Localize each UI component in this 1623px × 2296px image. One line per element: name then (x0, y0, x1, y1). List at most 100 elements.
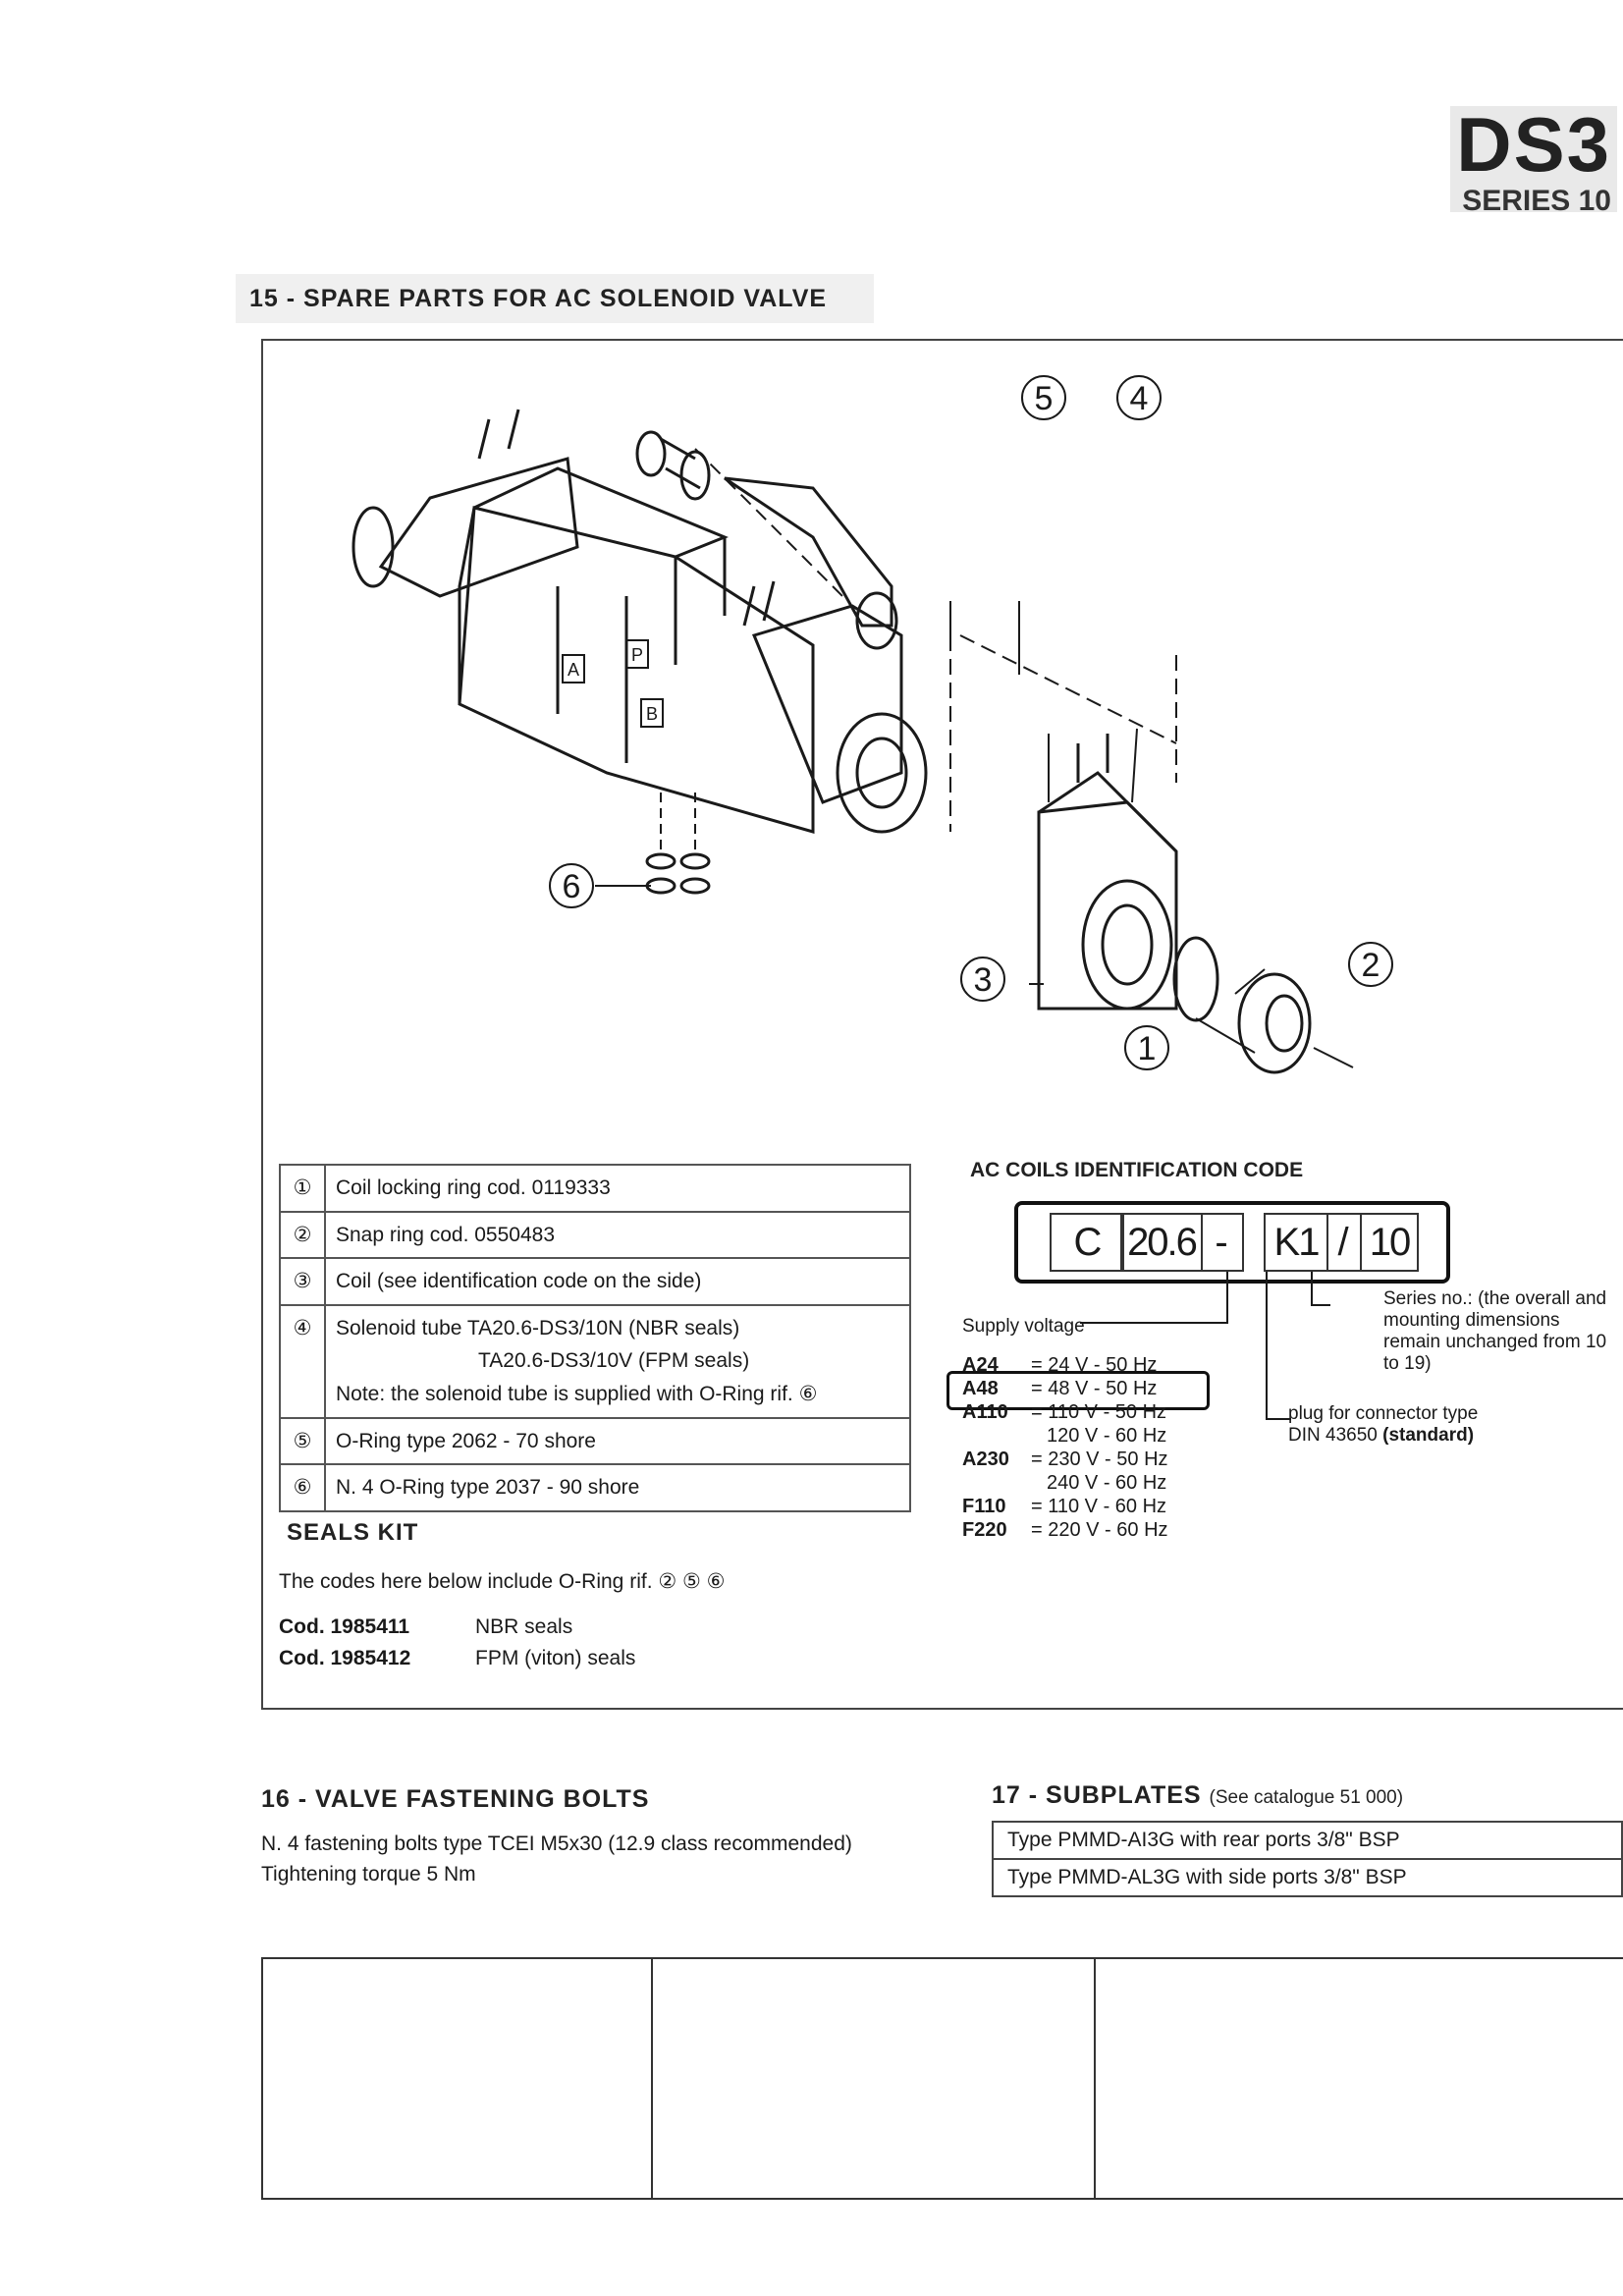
seals-kit-code: Cod. 1985411 (279, 1615, 410, 1638)
seals-kit-item-nbr: Cod. 1985411 NBR seals (279, 1615, 572, 1639)
code-leaders (1080, 1272, 1330, 1420)
part-number: ③ (279, 1257, 326, 1306)
series-title: DS3 (1456, 101, 1611, 188)
seals-kit-code: Cod. 1985412 (279, 1647, 411, 1669)
seals-kit-title: SEALS KIT (287, 1519, 419, 1546)
plug-note: plug for connector type (1288, 1403, 1479, 1424)
subplate-row: Type PMMD-AI3G with rear ports 3/8" BSP (992, 1821, 1623, 1860)
voltage-row: A24= 24 V - 50 Hz (962, 1353, 1168, 1377)
solenoid-tube (635, 430, 898, 650)
part-description: Snap ring cod. 0550483 (324, 1210, 911, 1260)
part-description: Solenoid tube TA20.6-DS3/10N (NBR seals)… (324, 1303, 911, 1419)
part-number: ① (279, 1164, 326, 1213)
svg-text:P: P (631, 645, 643, 665)
svg-text:1: 1 (1138, 1030, 1157, 1067)
bolts-line-2: Tightening torque 5 Nm (261, 1863, 476, 1886)
part-description: Coil locking ring cod. 0119333 (324, 1164, 911, 1213)
coil-locking-ring (1237, 972, 1354, 1074)
part-description-line: Solenoid tube TA20.6-DS3/10N (NBR seals) (336, 1316, 740, 1339)
code-cell-c: C (1050, 1213, 1124, 1272)
voltage-value: = 220 V - 60 Hz (1031, 1519, 1168, 1541)
code-cell-plug: K1 (1264, 1213, 1328, 1272)
voltage-value: 240 V - 60 Hz (1047, 1472, 1167, 1494)
svg-text:5: 5 (1035, 380, 1054, 417)
spare-parts-frame (261, 339, 1623, 1710)
section-17-title: 17 - SUBPLATES (See catalogue 51 000) (992, 1781, 1403, 1810)
callout-3: 3 (960, 957, 1005, 1002)
highlighted-voltage (947, 1371, 1210, 1410)
voltage-code: A230 (962, 1449, 1009, 1470)
svg-text:A: A (568, 660, 579, 680)
section-17-label: 17 - SUBPLATES (992, 1781, 1202, 1809)
bolts-text: N. 4 fastening bolts type TCEI M5x30 (12… (261, 1829, 852, 1889)
voltage-row: A48 = 48 V - 50 Hz (962, 1377, 1168, 1400)
svg-text:3: 3 (974, 961, 993, 999)
bottom-col-2 (651, 1959, 1096, 2198)
voltage-value: = 48 V - 50 Hz (1031, 1378, 1158, 1399)
callout-2: 2 (1348, 942, 1393, 987)
code-cell-size: 20.6 (1120, 1213, 1203, 1272)
right-solenoid (742, 580, 928, 834)
series-subtitle: SERIES 10 (1462, 185, 1611, 217)
callout-1: 1 (1124, 1025, 1169, 1070)
voltage-value: = 110 V - 60 Hz (1031, 1496, 1167, 1517)
exploded-view-drawing: 1 2 3 4 5 6 A P B (352, 375, 1393, 1074)
seals-kit-desc: FPM (viton) seals (475, 1647, 636, 1669)
coil (949, 634, 1178, 1011)
left-solenoid (352, 409, 579, 598)
code-cell-series: 10 (1360, 1213, 1419, 1272)
voltage-code: A110 (962, 1401, 1008, 1423)
seals-kit-desc: NBR seals (475, 1615, 573, 1638)
part-description-line: TA20.6-DS3/10V (FPM seals) (478, 1349, 750, 1373)
bottom-col-1 (263, 1959, 653, 2198)
voltage-value: = 230 V - 50 Hz (1031, 1449, 1168, 1470)
ac-coils-title: AC COILS IDENTIFICATION CODE (970, 1159, 1304, 1181)
part-description-line: Coil locking ring cod. 0119333 (336, 1176, 611, 1199)
coil-code-box: C 20.6 - K1 / 10 (1014, 1201, 1450, 1284)
subplate-side: Type PMMD-AL3G with side ports 3/8" BSP (992, 1858, 1623, 1897)
o-rings-6 (595, 793, 711, 895)
part-number: ⑥ (279, 1463, 326, 1512)
voltage-value: = 110 V - 50 Hz (1031, 1401, 1167, 1423)
part-number: ④ (279, 1303, 326, 1419)
voltage-row: A110 = 110 V - 50 Hz (962, 1400, 1168, 1424)
code-cell-slash: / (1325, 1213, 1362, 1272)
voltage-code: A48 (962, 1378, 999, 1399)
voltage-code: F110 (962, 1496, 1006, 1517)
part-description: O-Ring type 2062 - 70 shore (324, 1416, 911, 1466)
part-description: Coil (see identification code on the sid… (324, 1257, 911, 1306)
voltage-row: 240 V - 60 Hz (962, 1471, 1168, 1495)
part-description-line: N. 4 O-Ring type 2037 - 90 shore (336, 1476, 640, 1500)
callout-6: 6 (549, 863, 594, 908)
svg-text:B: B (646, 704, 658, 724)
series-note: Series no.: (the overall and mounting di… (1383, 1288, 1607, 1374)
part-number: ② (279, 1210, 326, 1260)
voltage-row: A230 = 230 V - 50 Hz (962, 1448, 1168, 1471)
valve-body (458, 466, 815, 834)
port-letters: A P B (568, 645, 658, 724)
plug-din: DIN 43650 (1288, 1425, 1378, 1446)
subplate-rear: Type PMMD-AI3G with rear ports 3/8" BSP (992, 1821, 1623, 1860)
seals-kit-item-fpm: Cod. 1985412 FPM (viton) seals (279, 1647, 635, 1670)
brand-backdrop (1450, 106, 1617, 212)
voltage-value: = 24 V - 50 Hz (1031, 1354, 1158, 1376)
bolts-line-1: N. 4 fastening bolts type TCEI M5x30 (12… (261, 1832, 852, 1855)
voltage-code: F220 (962, 1519, 1007, 1541)
voltage-row: F220 = 220 V - 60 Hz (962, 1518, 1168, 1542)
part-description-line: O-Ring type 2062 - 70 shore (336, 1429, 596, 1452)
part-row: ① Coil locking ring cod. 0119333 (279, 1164, 911, 1213)
subplates-table: Type PMMD-AI3G with rear ports 3/8" BSP … (992, 1821, 1623, 1897)
section-16-title: 16 - VALVE FASTENING BOLTS (261, 1785, 650, 1813)
callouts: 1 2 3 4 5 6 (549, 375, 1393, 1070)
voltage-row: F110 = 110 V - 60 Hz (962, 1495, 1168, 1518)
voltage-row: 120 V - 60 Hz (962, 1424, 1168, 1448)
supply-voltage-label: Supply voltage (962, 1316, 1085, 1337)
brand-header: DS3 SERIES 10 (1440, 106, 1617, 224)
port-labels (562, 639, 664, 728)
